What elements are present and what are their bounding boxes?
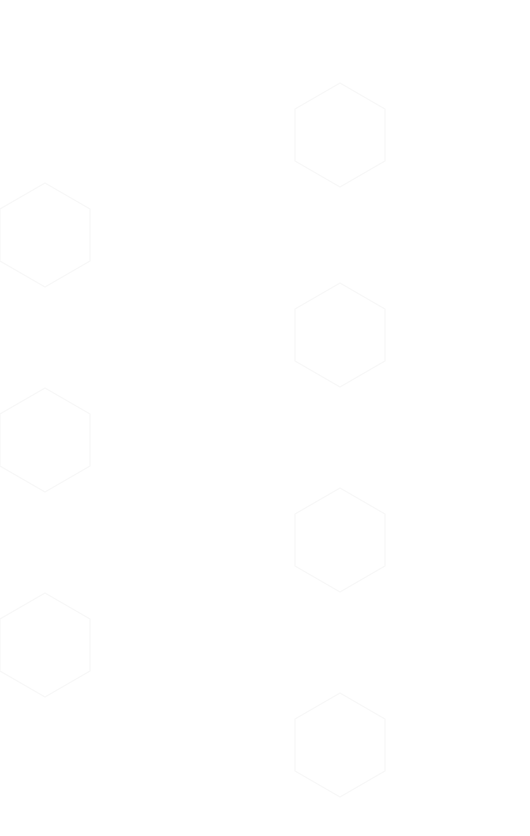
pattern-hexagon-outline	[294, 82, 386, 188]
pattern-hexagon-outline	[0, 387, 91, 493]
pattern-hexagon-outline	[294, 692, 386, 798]
pattern-hexagon-outline	[0, 592, 91, 698]
pattern-hexagon-outline	[294, 487, 386, 593]
pattern-hexagon-outline	[294, 282, 386, 388]
pattern-hexagon-outline	[0, 182, 91, 288]
